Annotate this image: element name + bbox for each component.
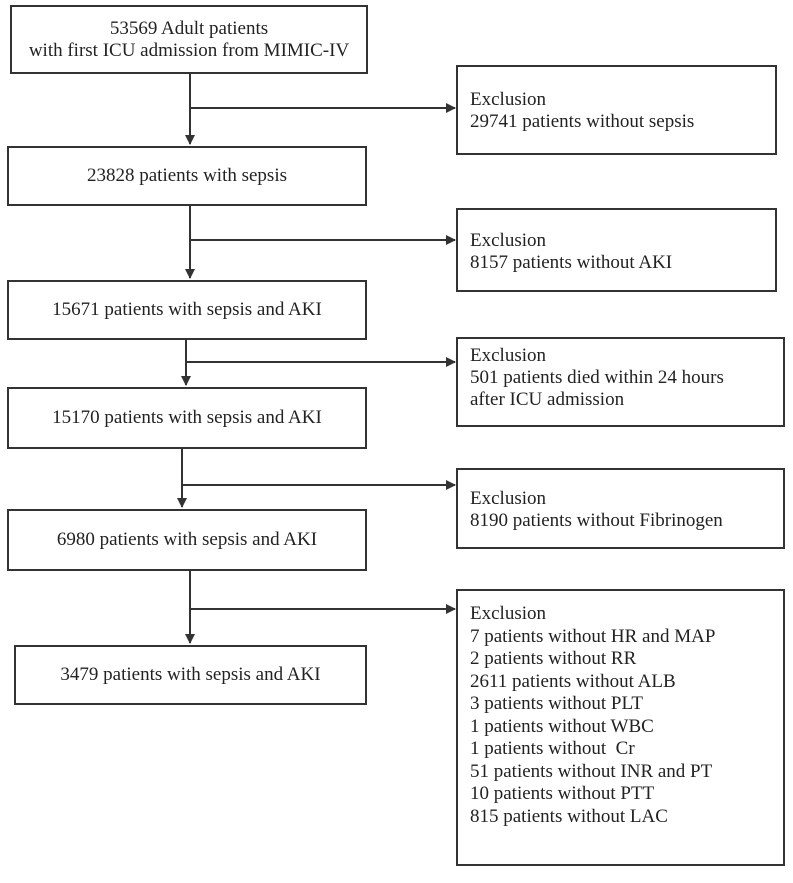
- exclusion-box-4: Exclusion 8190 patients without Fibrinog…: [456, 468, 785, 549]
- exclusion-box-1-title: Exclusion: [470, 89, 546, 110]
- exclusion-box-5-item-8: 10 patients without PTT: [470, 783, 655, 804]
- exclusion-box-2-item-1: 8157 patients without AKI: [470, 252, 673, 273]
- exclusion-box-5-item-3: 2611 patients without ALB: [470, 670, 676, 692]
- main-box-6: 3479 patients with sepsis and AKI: [14, 645, 367, 705]
- exclusion-box-1: Exclusion 29741 patients without sepsis: [456, 65, 777, 155]
- exclusion-box-5-title: Exclusion: [470, 603, 546, 624]
- exclusion-box-3: Exclusion 501 patients died within 24 ho…: [456, 337, 785, 427]
- exclusion-box-2: Exclusion 8157 patients without AKI: [456, 208, 777, 292]
- exclusion-box-5-item-9: 815 patients without LAC: [470, 805, 668, 827]
- exclusion-box-5-item-2: 2 patients without RR: [470, 648, 637, 669]
- exclusion-box-3-item-1: 501 patients died within 24 hours: [470, 367, 724, 388]
- exclusion-box-3-title: Exclusion: [470, 345, 546, 366]
- exclusion-box-4-item-1: 8190 patients without Fibrinogen: [470, 510, 723, 531]
- main-box-4-label: 15170 patients with sepsis and AKI: [52, 407, 322, 428]
- main-box-5: 6980 patients with sepsis and AKI: [7, 509, 367, 571]
- main-box-6-label: 3479 patients with sepsis and AKI: [60, 664, 321, 685]
- exclusion-box-2-title: Exclusion: [470, 230, 546, 251]
- exclusion-box-4-title: Exclusion: [470, 488, 546, 509]
- main-box-2-label: 23828 patients with sepsis: [86, 165, 288, 186]
- main-box-1-line-2: with first ICU admission from MIMIC-IV: [28, 39, 350, 61]
- exclusion-box-5-item-6: 1 patients without Cr: [470, 738, 635, 759]
- exclusion-box-1-item-1: 29741 patients without sepsis: [470, 111, 695, 132]
- exclusion-box-3-item-2: after ICU admission: [470, 389, 625, 410]
- exclusion-box-5-item-5: 1 patients without WBC: [470, 715, 654, 737]
- main-box-3-label: 15671 patients with sepsis and AKI: [52, 299, 322, 320]
- exclusion-box-5-item-1: 7 patients without HR and MAP: [470, 625, 716, 647]
- main-box-3: 15671 patients with sepsis and AKI: [7, 280, 367, 340]
- exclusion-box-5-item-7: 51 patients without INR and PT: [470, 760, 713, 782]
- main-box-2: 23828 patients with sepsis: [7, 146, 367, 206]
- exclusion-box-5-item-4: 3 patients without PLT: [470, 693, 643, 714]
- main-box-1: 53569 Adult patients with first ICU admi…: [10, 5, 368, 74]
- main-box-4: 15170 patients with sepsis and AKI: [7, 387, 367, 449]
- exclusion-box-5: Exclusion 7 patients without HR and MAP …: [456, 589, 785, 866]
- main-box-5-label: 6980 patients with sepsis and AKI: [56, 529, 318, 550]
- main-box-1-line-1: 53569 Adult patients: [109, 17, 269, 39]
